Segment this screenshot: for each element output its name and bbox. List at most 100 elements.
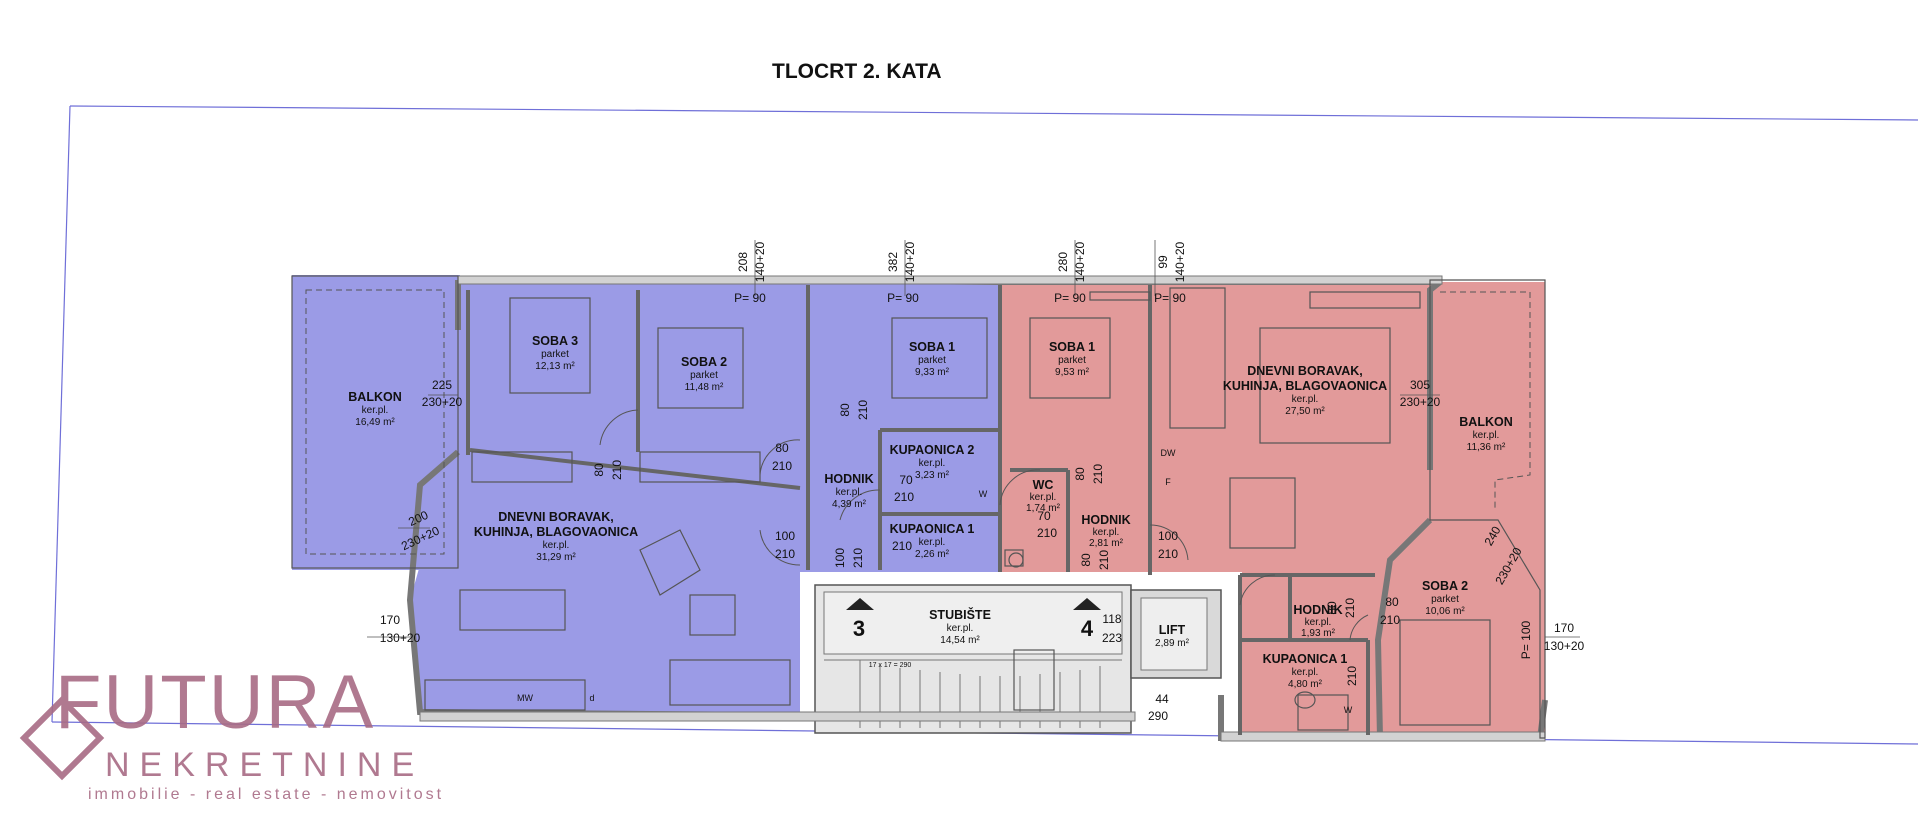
room-hodnik-red-2: HODNIK ker.pl. 1,93 m² xyxy=(1293,603,1342,639)
lift-cabin xyxy=(1140,597,1208,671)
room-name: WC xyxy=(1033,478,1054,492)
dimension-lines xyxy=(367,240,1580,638)
room-area: 31,29 m² xyxy=(536,552,576,563)
dim-door-210-j: 210 xyxy=(1097,550,1111,570)
room-floor: ker.pl. xyxy=(1030,492,1057,503)
label-microwave: MW xyxy=(517,693,533,703)
dim-top-280: 280 xyxy=(1056,252,1070,272)
dim-305: 305 xyxy=(1410,378,1430,392)
dim-top-99: 99 xyxy=(1156,255,1170,269)
room-dnevni-boravak-blue: DNEVNI BORAVAK, KUHINJA, BLAGOVAONICA ke… xyxy=(474,510,638,563)
room-name: SOBA 2 xyxy=(1422,579,1468,593)
dim-top-140-b: 140+20 xyxy=(903,241,917,282)
dim-p90-d: P= 90 xyxy=(1154,291,1186,305)
furniture xyxy=(424,287,1491,731)
room-floor: ker.pl. xyxy=(919,458,946,469)
dim-door-70-a: 70 xyxy=(899,473,913,487)
room-area: 27,50 m² xyxy=(1285,406,1325,417)
logo-tagline-text: immobilie - real estate - nemovitost xyxy=(88,786,444,803)
room-name-line1: DNEVNI BORAVAK, xyxy=(498,510,614,524)
room-balkon-left: BALKON ker.pl. 16,49 m² xyxy=(348,390,401,428)
wall-hatch-top xyxy=(457,275,1443,285)
dim-door-80-a: 80 xyxy=(592,463,606,477)
wall-hatch-bottom-right xyxy=(1220,731,1546,742)
dim-door-210-k: 210 xyxy=(1158,547,1178,561)
dim-door-210-a: 210 xyxy=(610,460,624,480)
dim-225: 225 xyxy=(432,378,452,392)
room-area: 2,26 m² xyxy=(915,549,950,560)
apartment-3-number: 3 xyxy=(853,616,865,641)
dim-top-140-d: 140+20 xyxy=(1173,241,1187,282)
balcony-right-rail xyxy=(1440,291,1531,510)
door-swings xyxy=(599,409,1369,641)
dim-p90-c: P= 90 xyxy=(1054,291,1086,305)
room-soba-1-blue: SOBA 1 parket 9,33 m² xyxy=(909,340,955,378)
apartment-3-marker-icon xyxy=(846,598,874,610)
room-balkon-right: BALKON ker.pl. 11,36 m² xyxy=(1459,415,1512,453)
dim-door-80-f: 80 xyxy=(1325,601,1339,615)
label-dishwasher: DW xyxy=(1161,448,1176,458)
dim-door-70-b: 70 xyxy=(1037,509,1051,523)
label-washer-right: W xyxy=(1344,705,1353,715)
dim-290: 290 xyxy=(1148,709,1168,723)
room-soba-2-blue: SOBA 2 parket 11,48 m² xyxy=(681,355,727,393)
dim-door-100-c: 100 xyxy=(1158,529,1178,543)
dim-door-80-d: 80 xyxy=(1073,467,1087,481)
room-name: BALKON xyxy=(348,390,401,404)
room-area: 10,06 m² xyxy=(1425,606,1465,617)
room-soba-1-red: SOBA 1 parket 9,53 m² xyxy=(1049,340,1095,378)
room-area: 4,39 m² xyxy=(832,499,867,510)
room-floor: ker.pl. xyxy=(1093,527,1120,538)
logo-diamond-icon xyxy=(19,695,105,781)
balcony-right-outline xyxy=(1429,279,1546,739)
room-area: 2,89 m² xyxy=(1155,638,1190,649)
room-name: SOBA 1 xyxy=(1049,340,1095,354)
dim-door-210-d: 210 xyxy=(775,547,795,561)
staircase-landing xyxy=(823,591,1123,655)
room-lift: LIFT 2,89 m² xyxy=(1155,623,1190,649)
bath-sink xyxy=(1294,691,1316,709)
room-kupaonica-1-red: KUPAONICA 1 ker.pl. 4,80 m² xyxy=(1263,652,1348,690)
room-dnevni-boravak-red: DNEVNI BORAVAK, KUHINJA, BLAGOVAONICA ke… xyxy=(1223,364,1387,417)
room-floor: ker.pl. xyxy=(1292,394,1319,405)
room-floor: ker.pl. xyxy=(947,623,974,634)
dim-door-80-b: 80 xyxy=(775,441,789,455)
apartment-4-marker-icon xyxy=(1073,598,1101,610)
balcony-left-rail xyxy=(305,289,445,555)
stair-run-label: 17 x 17 = 290 xyxy=(869,662,912,669)
balcony-left-outline xyxy=(291,275,459,569)
room-area: 9,53 m² xyxy=(1055,367,1090,378)
room-name: HODNIK xyxy=(1081,513,1130,527)
apartment-4-fill xyxy=(1000,282,1545,740)
dim-door-210-b: 210 xyxy=(772,459,792,473)
room-name-line2: KUHINJA, BLAGOVAONICA xyxy=(474,525,638,539)
room-name: STUBIŠTE xyxy=(929,607,991,622)
dim-door-80-g: 80 xyxy=(1385,595,1399,609)
room-floor: parket xyxy=(690,370,718,381)
dim-p90-a: P= 90 xyxy=(734,291,766,305)
room-name: SOBA 1 xyxy=(909,340,955,354)
dim-118: 118 xyxy=(1102,612,1121,626)
room-area: 16,49 m² xyxy=(355,417,395,428)
room-floor: ker.pl. xyxy=(1292,667,1319,678)
dim-door-210-n: 210 xyxy=(1345,666,1359,686)
room-hodnik-blue: HODNIK ker.pl. 4,39 m² xyxy=(824,472,873,510)
room-floor: ker.pl. xyxy=(836,487,863,498)
dim-door-210-g: 210 xyxy=(892,539,912,553)
dim-door-210-e: 210 xyxy=(851,548,865,568)
apartment-3-fill xyxy=(292,275,1000,712)
room-floor: ker.pl. xyxy=(1473,430,1500,441)
dim-top-208: 208 xyxy=(736,252,750,272)
dim-door-210-i: 210 xyxy=(1037,526,1057,540)
room-area: 9,33 m² xyxy=(915,367,950,378)
room-floor: parket xyxy=(541,349,569,360)
dim-door-210-c: 210 xyxy=(856,400,870,420)
dim-door-210-h: 210 xyxy=(1091,464,1105,484)
room-name: LIFT xyxy=(1159,623,1186,637)
room-soba-2-red: SOBA 2 parket 10,06 m² xyxy=(1422,579,1468,617)
room-name-line2: KUHINJA, BLAGOVAONICA xyxy=(1223,379,1387,393)
apartment-4-number: 4 xyxy=(1081,616,1094,641)
site-boundary-left xyxy=(51,105,71,723)
dim-door-210-f: 210 xyxy=(894,490,914,504)
room-kupaonica-1-blue: KUPAONICA 1 ker.pl. 2,26 m² xyxy=(890,522,975,560)
